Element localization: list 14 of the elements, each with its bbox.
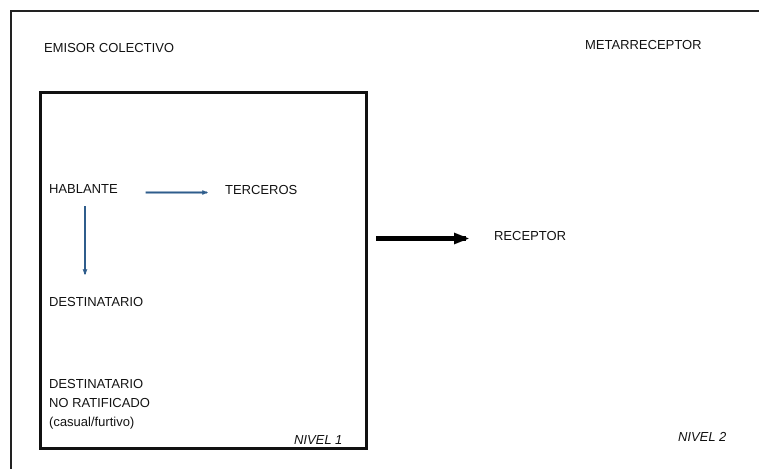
frame-label: NIVEL 2: [678, 428, 726, 446]
arrow: [146, 190, 208, 195]
arrow: [82, 206, 88, 276]
frame-box: [39, 91, 368, 450]
node-label: TERCEROS: [225, 181, 298, 199]
node-label: HABLANTE: [49, 180, 118, 198]
frame-outline: [10, 10, 759, 469]
arrow: [376, 232, 469, 244]
frame-title: NIVEL 1: [294, 431, 342, 449]
node-label: DESTINATARIO: [49, 293, 144, 311]
node-label: RECEPTOR: [494, 227, 566, 245]
frame-label: METARRECEPTOR: [585, 36, 702, 54]
node-label: DESTINATARIO NO RATIFICADO (casual/furtivo): [49, 375, 151, 431]
frame-title: EMISOR COLECTIVO: [44, 39, 174, 57]
